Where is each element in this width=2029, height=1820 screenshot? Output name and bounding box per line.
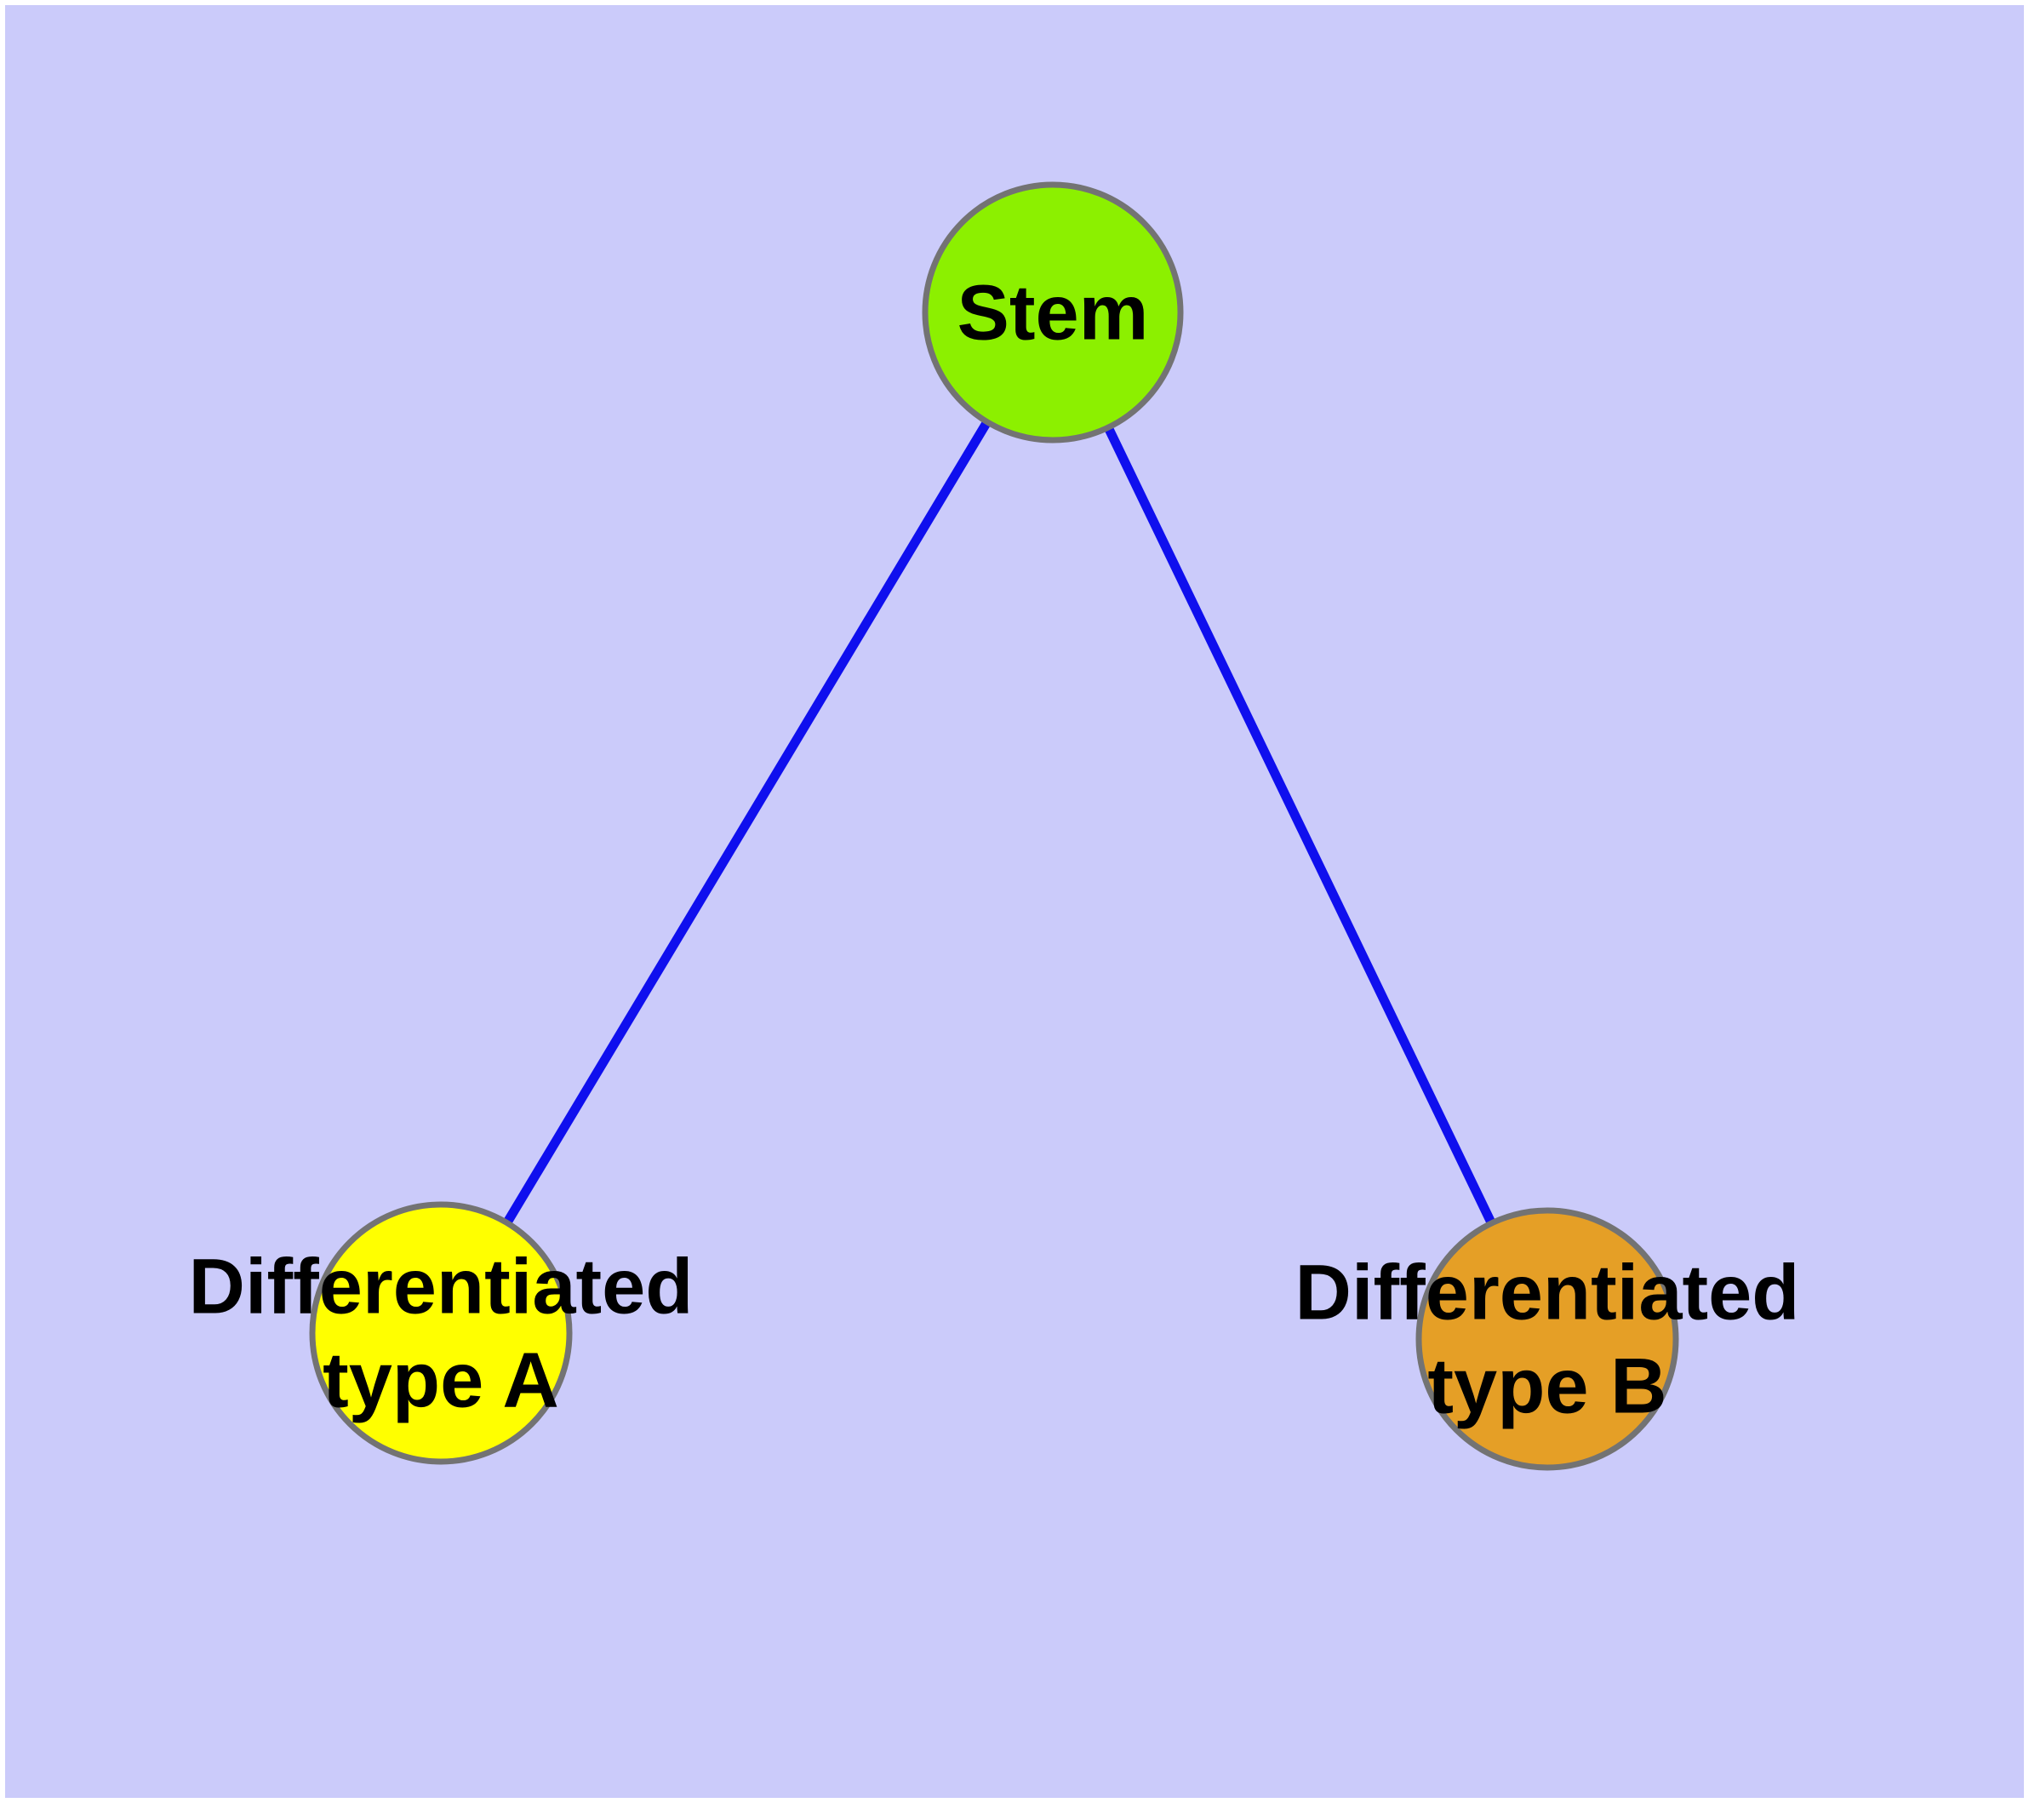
edge-stem-to-differentiated-type-a[interactable]	[437, 310, 1057, 1336]
edge-stem-to-differentiated-type-b[interactable]	[1049, 310, 1552, 1342]
node-stem-label-line-1: Stem	[957, 269, 1149, 356]
node-differentiated-type-a-circle[interactable]	[309, 1201, 573, 1465]
node-differentiated-type-b[interactable]: Differentiated type B	[1295, 1207, 1800, 1471]
node-differentiated-type-b-label-line-1: Differentiated	[1295, 1249, 1800, 1336]
node-stem[interactable]: Stem	[922, 181, 1184, 444]
node-differentiated-type-b-circle[interactable]	[1415, 1207, 1679, 1471]
nodes-layer: Stem Differentiated type A Differentiate…	[189, 181, 1800, 1471]
node-differentiated-type-b-label-line-2: type B	[1427, 1342, 1666, 1429]
node-differentiated-type-a-label-line-1: Differentiated	[189, 1243, 694, 1330]
edges-layer	[437, 310, 1552, 1342]
node-stem-circle[interactable]	[922, 181, 1184, 444]
node-differentiated-type-a-label-line-2: type A	[323, 1336, 559, 1423]
node-differentiated-type-a[interactable]: Differentiated type A	[189, 1201, 694, 1465]
